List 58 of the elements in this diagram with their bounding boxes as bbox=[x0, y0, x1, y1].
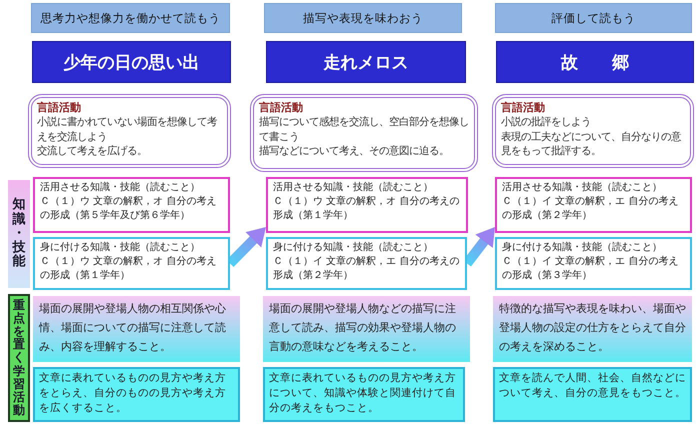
activity-text: 描写について感想を交流し、空白部分を想像して書こう bbox=[259, 115, 469, 144]
skills-text: Ｃ（１）ウ 文章の解釈，オ 自分の考えの形成（第１学年） bbox=[40, 255, 218, 284]
skills-heading: 身に付ける知識・技能（読むこと） bbox=[502, 241, 663, 255]
acquired-skills-box bbox=[495, 237, 692, 290]
row-label-band bbox=[8, 180, 30, 288]
skills-text: Ｃ（１）ウ 文章の解釈，オ 自分の考えの形成（第５学年及び第６学年） bbox=[40, 195, 218, 224]
applied-skills-box bbox=[33, 177, 230, 233]
theme-banner bbox=[264, 3, 462, 33]
skills-heading: 活用させる知識・技能（読むこと） bbox=[502, 181, 663, 195]
activity-box bbox=[492, 94, 694, 168]
activity-heading: 言語活動 bbox=[37, 100, 82, 116]
row-label: 知識・技能 bbox=[12, 198, 26, 270]
skills-text: Ｃ（１）イ 文章の解釈，エ 自分の考えの形成（第３学年） bbox=[502, 255, 680, 284]
activity-text: 小説の批評をしよう bbox=[501, 115, 592, 130]
title-banner bbox=[32, 41, 231, 83]
applied-skills-box bbox=[266, 177, 468, 233]
skills-text: Ｃ（１）イ 文章の解釈，エ 自分の考えの形成（第２学年） bbox=[273, 255, 460, 284]
title-banner bbox=[266, 41, 466, 83]
theme-banner bbox=[31, 3, 230, 33]
activity-heading: 言語活動 bbox=[259, 100, 304, 116]
skills-text: Ｃ（１）ウ 文章の解釈，オ 自分の考えの形成（第１学年） bbox=[273, 195, 460, 224]
story-title: 走れメロス bbox=[324, 52, 408, 74]
theme-text: 評価して読もう bbox=[552, 10, 636, 26]
row-label-box bbox=[8, 294, 30, 422]
goal-text: 文章に表れているものの見方や考え方をとらえ、自分のものの見方や考え方を広くすること。 bbox=[39, 371, 227, 416]
goal-box bbox=[33, 367, 240, 422]
focus-activity-box bbox=[493, 296, 692, 362]
acquired-skills-box bbox=[266, 237, 467, 290]
goal-text: 文章に表れているものの見方や考え方について、知識や体験と関連付けて自分の考えをもつこと。 bbox=[269, 371, 457, 416]
skills-heading: 身に付ける知識・技能（読むこと） bbox=[273, 241, 434, 255]
story-title: 故 郷 bbox=[561, 52, 629, 74]
goal-box bbox=[493, 367, 692, 422]
row-label: 重点を置く学習活動 bbox=[13, 298, 25, 418]
skills-text: Ｃ（１）イ 文章の解釈，エ 自分の考えの形成（第２学年） bbox=[502, 195, 680, 224]
focus-activity-box bbox=[263, 296, 470, 362]
activity-text: 表現の工夫などについて、自分なりの意見をもって批評する。 bbox=[501, 130, 682, 158]
title-banner bbox=[496, 41, 694, 83]
acquired-skills-box bbox=[33, 237, 230, 290]
activity-description: 特徴的な描写や表現を味わい、場面や登場人物の設定の仕方をとらえて自分の考えを深めること。 bbox=[499, 301, 686, 355]
theme-text: 思考力や想像力を働かせて読もう bbox=[40, 10, 220, 26]
applied-skills-box bbox=[495, 177, 692, 233]
activity-text: 描写などについて考え、その意図に迫る。 bbox=[259, 144, 450, 158]
theme-banner bbox=[495, 3, 692, 33]
goal-text: 文章を読んで人間、社会、自然などについて考え、自分の意見をもつこと。 bbox=[499, 371, 686, 401]
goal-box bbox=[263, 367, 465, 422]
activity-description: 場面の展開や登場人物などの描写に注意して読み、描写の効果や登場人物の言動の意味などを考えること。 bbox=[269, 301, 457, 355]
activity-description: 場面の展開や登場人物の相互関係や心情、場面についての描写に注意して読み、内容を理解すること。 bbox=[39, 301, 227, 355]
activity-box bbox=[250, 94, 478, 172]
activity-heading: 言語活動 bbox=[501, 100, 546, 116]
activity-text: 小説に書かれていない場面を想像して考えを交流しよう bbox=[37, 115, 218, 144]
skills-heading: 身に付ける知識・技能（読むこと） bbox=[40, 241, 201, 255]
skills-heading: 活用させる知識・技能（読むこと） bbox=[40, 181, 201, 195]
skills-heading: 活用させる知識・技能（読むこと） bbox=[273, 181, 434, 195]
theme-text: 描写や表現を味わおう bbox=[303, 10, 423, 26]
story-title: 少年の日の思い出 bbox=[64, 52, 200, 74]
activity-box bbox=[28, 94, 231, 168]
activity-text: 交流して考えを広げる。 bbox=[37, 144, 148, 158]
focus-activity-box bbox=[33, 296, 240, 362]
